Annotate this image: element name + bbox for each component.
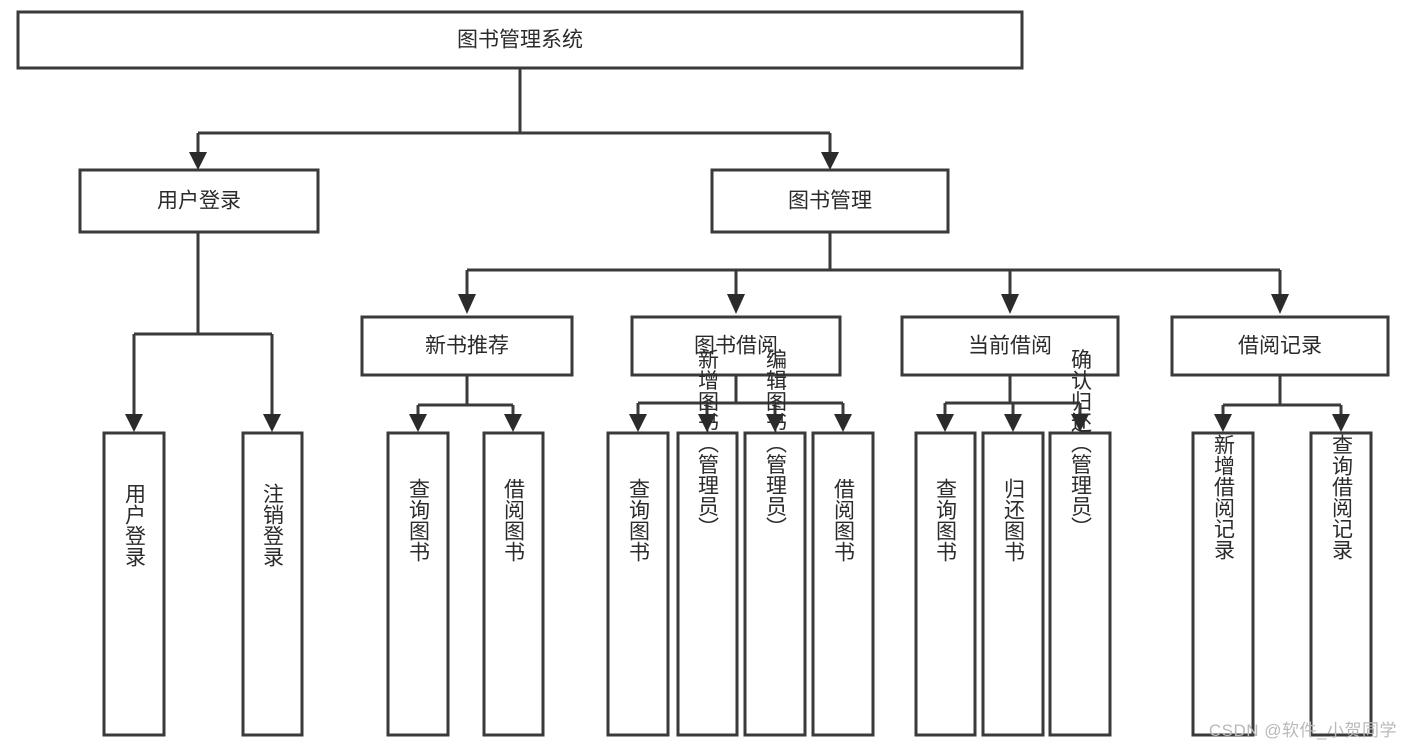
leaf-current-borrow-query[interactable]: 查询图书 bbox=[914, 431, 977, 737]
leaf-user-login-login-box[interactable] bbox=[102, 431, 166, 737]
arrow-head-leaf-return-book bbox=[1004, 414, 1022, 432]
node-book-manage-label: 图书管理 bbox=[788, 190, 872, 213]
leaf-user-login-logout-label: 注销登录 bbox=[261, 483, 285, 567]
node-root-book-system[interactable]: 图书管理系统 bbox=[16, 10, 1024, 70]
node-user-login-label: 用户登录 bbox=[157, 190, 241, 213]
arrow-head-current-borrow bbox=[1001, 294, 1019, 314]
leaf-book-borrow-query-box[interactable] bbox=[606, 431, 670, 737]
leaf-current-borrow-confirm-box[interactable] bbox=[1048, 431, 1112, 737]
leaf-book-borrow-query-label: 查询图书 bbox=[627, 478, 651, 562]
node-borrow-record-label: 借阅记录 bbox=[1238, 335, 1322, 358]
leaf-current-borrow-query-box[interactable] bbox=[914, 431, 977, 737]
arrow-head-leaf-borrow-book-1 bbox=[504, 414, 522, 432]
node-book-manage-box[interactable] bbox=[710, 168, 950, 234]
node-new-book-recommend-box[interactable] bbox=[360, 315, 574, 377]
leaf-new-book-query-label: 查询图书 bbox=[407, 478, 431, 562]
leaf-current-borrow-confirm-label: 确认归还（管理员） bbox=[1069, 349, 1093, 538]
connector-group-borrow-record bbox=[1214, 375, 1350, 432]
arrow-head-borrow-record bbox=[1271, 294, 1289, 314]
leaf-user-login-logout-box[interactable] bbox=[241, 431, 304, 737]
leaf-borrow-record-add[interactable]: 新增借阅记录 bbox=[1191, 431, 1255, 737]
node-current-borrow-box[interactable] bbox=[900, 315, 1120, 377]
leaf-current-borrow-return-box[interactable] bbox=[981, 431, 1045, 737]
leaf-book-borrow-borrow-box[interactable] bbox=[811, 431, 875, 737]
node-current-borrow-label: 当前借阅 bbox=[968, 335, 1052, 358]
leaf-borrow-record-query-label: 查询借阅记录 bbox=[1330, 434, 1354, 560]
node-root-label: 图书管理系统 bbox=[457, 29, 583, 52]
connector-group-book-manage bbox=[458, 232, 1289, 314]
leaf-book-borrow-borrow-label: 借阅图书 bbox=[832, 478, 856, 562]
leaf-book-borrow-borrow[interactable]: 借阅图书 bbox=[811, 431, 875, 737]
leaf-borrow-record-add-box[interactable] bbox=[1191, 431, 1255, 737]
leaf-book-borrow-add[interactable]: 新增图书（管理员） bbox=[676, 349, 739, 737]
node-user-login-box[interactable] bbox=[78, 168, 320, 234]
arrow-head-user-login bbox=[189, 152, 207, 170]
leaf-user-login-logout[interactable]: 注销登录 bbox=[241, 431, 304, 737]
connector-group-root bbox=[189, 68, 839, 170]
leaf-book-borrow-add-label: 新增图书（管理员） bbox=[696, 349, 720, 538]
arrow-head-book-borrow bbox=[727, 294, 745, 314]
leaf-new-book-query-box[interactable] bbox=[386, 431, 450, 737]
node-borrow-record[interactable]: 借阅记录 bbox=[1170, 315, 1390, 377]
leaf-current-borrow-confirm[interactable]: 确认归还（管理员） bbox=[1048, 349, 1112, 737]
arrow-head-leaf-add-book bbox=[698, 414, 716, 432]
node-borrow-record-box[interactable] bbox=[1170, 315, 1390, 377]
node-book-borrow[interactable]: 图书借阅 bbox=[630, 315, 842, 377]
node-current-borrow[interactable]: 当前借阅 bbox=[900, 315, 1120, 377]
node-book-borrow-box[interactable] bbox=[630, 315, 842, 377]
arrow-head-leaf-query-book-2 bbox=[629, 414, 647, 432]
leaf-book-borrow-add-box[interactable] bbox=[676, 431, 739, 737]
leaf-new-book-query[interactable]: 查询图书 bbox=[386, 431, 450, 737]
arrow-head-leaf-query-record bbox=[1332, 414, 1350, 432]
arrow-head-leaf-query-book-1 bbox=[409, 414, 427, 432]
leaf-new-book-borrow-label: 借阅图书 bbox=[502, 478, 526, 562]
leaf-book-borrow-edit-box[interactable] bbox=[743, 431, 807, 737]
leaf-new-book-borrow-box[interactable] bbox=[482, 431, 545, 737]
node-new-book-recommend-label: 新书推荐 bbox=[425, 335, 509, 358]
leaf-user-login-login[interactable]: 用户登录 bbox=[102, 431, 166, 737]
leaf-borrow-record-query-box[interactable] bbox=[1309, 431, 1373, 737]
leaf-current-borrow-return[interactable]: 归还图书 bbox=[981, 431, 1045, 737]
arrow-head-leaf-user-login bbox=[125, 414, 143, 432]
connector-group-book-borrow bbox=[629, 375, 852, 432]
arrow-head-leaf-edit-book bbox=[766, 414, 784, 432]
leaf-new-book-borrow[interactable]: 借阅图书 bbox=[482, 431, 545, 737]
node-new-book-recommend[interactable]: 新书推荐 bbox=[360, 315, 574, 377]
leaf-book-borrow-edit[interactable]: 编辑图书（管理员） bbox=[743, 349, 807, 737]
leaf-borrow-record-query[interactable]: 查询借阅记录 bbox=[1309, 431, 1373, 737]
connector-group-current-borrow bbox=[936, 375, 1089, 432]
leaf-current-borrow-query-label: 查询图书 bbox=[934, 478, 958, 562]
arrow-head-new-book-recommend bbox=[458, 294, 476, 314]
node-book-borrow-label: 图书借阅 bbox=[694, 335, 778, 358]
leaf-borrow-record-add-label: 新增借阅记录 bbox=[1212, 434, 1236, 560]
arrow-head-leaf-logout bbox=[263, 414, 281, 432]
arrow-head-book-manage bbox=[821, 152, 839, 170]
node-root-box[interactable] bbox=[16, 10, 1024, 70]
connector-group-user-login bbox=[125, 232, 281, 432]
node-book-manage[interactable]: 图书管理 bbox=[710, 168, 950, 234]
arrow-head-leaf-add-record bbox=[1214, 414, 1232, 432]
arrow-head-leaf-query-book-3 bbox=[936, 414, 954, 432]
leaf-book-borrow-edit-label: 编辑图书（管理员） bbox=[764, 349, 788, 538]
leaf-current-borrow-return-label: 归还图书 bbox=[1002, 478, 1026, 562]
connector-group-new-book-recommend bbox=[409, 375, 522, 432]
arrow-head-leaf-borrow-book-2 bbox=[834, 414, 852, 432]
arrow-head-leaf-confirm-return bbox=[1071, 414, 1089, 432]
leaf-user-login-login-label: 用户登录 bbox=[123, 483, 147, 567]
node-user-login[interactable]: 用户登录 bbox=[78, 168, 320, 234]
leaf-book-borrow-query[interactable]: 查询图书 bbox=[606, 431, 670, 737]
